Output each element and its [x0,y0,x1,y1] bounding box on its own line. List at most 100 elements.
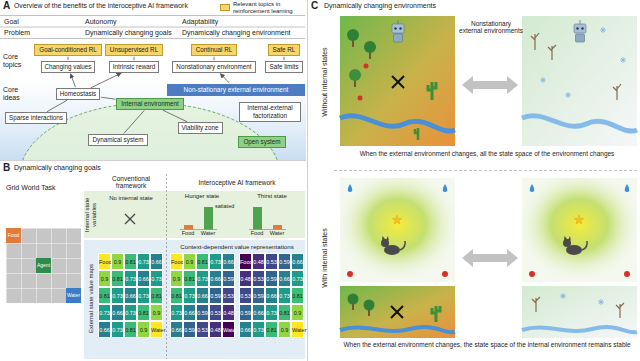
value-cell: 0.73 [291,270,304,287]
node-text: Water [66,288,81,303]
column-header: Conventional framework [98,175,164,190]
value-cell: 0.66 [98,321,111,338]
value-cell: 0.81 [124,253,137,270]
connector [70,74,75,88]
connector [124,111,144,134]
robot [581,27,583,29]
apple [529,271,535,277]
connector [101,97,115,99]
cactus [428,82,436,100]
node-text: Open system [243,138,280,146]
node-text: Intrinsic reward [113,63,156,71]
robot [580,20,581,24]
cat [564,236,571,241]
node-text: Grid World Task [6,184,56,192]
value-cell: 0.73 [137,253,150,270]
summer-scene [340,16,455,146]
bar-label: Food [176,230,200,236]
mismatch-cross [392,76,404,88]
value-cell: 0.73 [252,321,265,338]
value-cell: Food [170,253,183,270]
value-cell: 0.48 [252,253,265,270]
row-divider [334,170,638,171]
value-cell: 0.81 [124,321,137,338]
value-cell: 0.73 [209,253,222,270]
concept-box: Dynamical system [88,134,147,146]
apple [358,96,363,101]
apple [358,64,369,101]
legend-text: Relevant topics in reinforcement learnin… [233,1,305,14]
rl-topic-tag: Unsupervised RL [105,44,163,56]
value-cell: 0.59 [278,253,291,270]
value-cell: 0.73 [111,321,124,338]
node-text: Internal environment [121,100,178,108]
water-drop [625,184,630,192]
panel-divider [0,160,306,161]
concept-box: Viability zone [178,122,223,134]
environment-band: Non-stationary external environment [167,84,305,96]
cat [563,236,587,255]
value-cell: 0.81 [291,287,304,304]
change-arrow [462,76,518,267]
value-cell: 0.9 [291,304,304,321]
value-cell: 0.66 [222,253,235,270]
node-text: Unsupervised RL [110,46,158,54]
robot [399,27,401,29]
connector [213,57,214,60]
node-text: Dynamical system [92,136,143,144]
snowflake [600,27,606,33]
value-cell: 0.73 [124,270,137,287]
value-cell: 0.9 [98,270,111,287]
concept-box: Safe limits [265,61,302,73]
value-cell: 0.53 [209,304,222,321]
row-header: Internal state variables [84,192,98,238]
value-cell: 0.81 [98,287,111,304]
table-rule [0,27,305,28]
connector [133,57,134,60]
value-cell: 0.66 [239,321,252,338]
connector [220,73,229,83]
concept-box: Nonstationary environment [172,61,255,73]
water-drop [348,184,353,192]
rl-topic-tag: Goal-conditioned RL [34,44,101,56]
state-caption: No internal state [100,195,162,202]
panel-title: Dynamically changing goals [14,164,101,172]
value-cell: 0.66 [183,304,196,321]
mismatch-cross [391,306,403,318]
internal-environment-art [522,178,637,282]
table-cell: Adaptability [182,18,218,26]
connector [47,100,67,111]
node-text: Goal-conditioned RL [39,46,96,54]
hunger-bars [184,225,193,230]
row-header: Without internal states [321,22,329,142]
system-box: Open system [238,136,285,148]
rl-topic-tag: Safe RL [268,44,301,56]
value-cell: Food [239,253,252,270]
cactus [415,128,418,140]
winter-scene [522,286,637,338]
value-cell: 0.73 [137,287,150,304]
water-drop [443,184,448,192]
value-cell: 0.73 [183,287,196,304]
node-text: Safe RL [273,46,296,54]
legend-entry: Relevant topics in reinforcement learnin… [220,1,306,15]
tree [347,29,376,87]
value-cell: 0.66 [137,270,150,287]
value-cell: 0.73 [170,304,183,321]
apple [529,271,630,277]
winter-scene [522,116,637,131]
bar-label: Food [245,230,269,236]
map-caption: Context-dependent value representations [170,243,304,250]
value-cell: 0.9 [111,253,124,270]
value-cell: 0.66 [209,270,222,287]
bare-tree [616,303,624,318]
connector [163,110,187,122]
change-arrow [462,76,518,94]
concept-box: Changing values [41,61,96,73]
grid-cell: Agent [36,258,51,273]
bare-tree [531,33,621,100]
winter-scene [522,16,637,146]
robot [576,34,585,42]
snowflake [620,57,626,63]
